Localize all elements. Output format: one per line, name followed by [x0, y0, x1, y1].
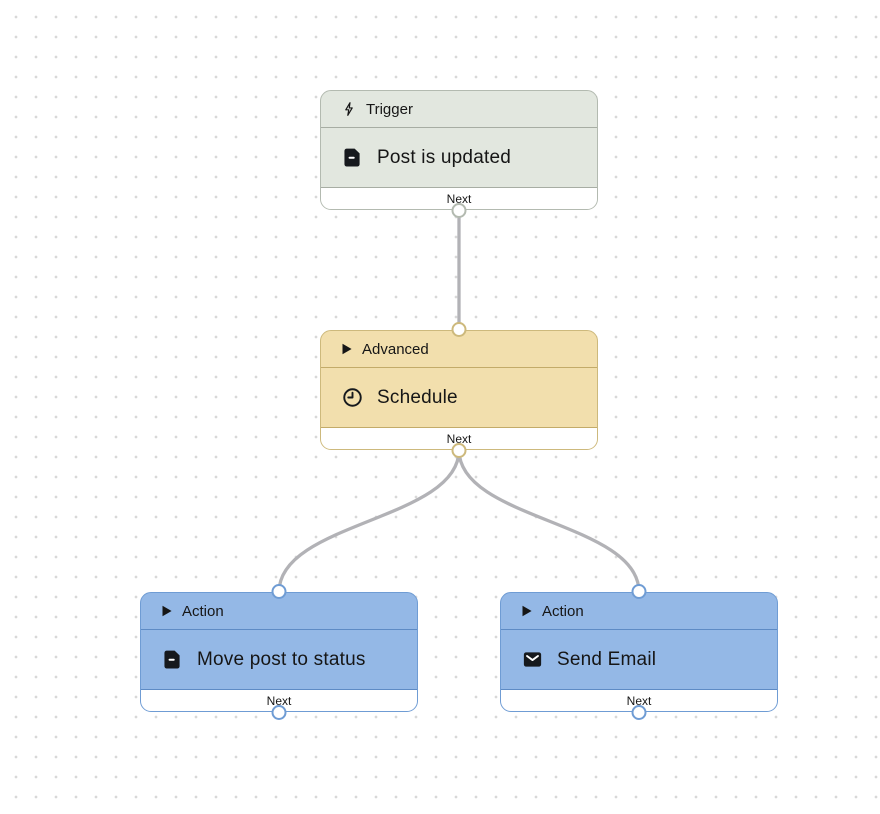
node-title: Move post to status: [197, 648, 366, 670]
node-send-email-next-port[interactable]: Next: [501, 689, 777, 711]
node-schedule-input-handle[interactable]: [451, 322, 467, 337]
node-trigger-title-row: Post is updated: [321, 128, 597, 187]
play-icon: [161, 605, 173, 617]
node-move-post-title-row: Move post to status: [141, 630, 417, 689]
next-port-label: Next: [446, 191, 472, 206]
edge-schedule-move-post[interactable]: [277, 448, 461, 594]
node-title: Schedule: [377, 386, 458, 408]
node-send-email-title-row: Send Email: [501, 630, 777, 689]
node-trigger-output-handle[interactable]: [451, 203, 467, 218]
node-send-email-output-handle[interactable]: [631, 705, 647, 720]
node-move-post-box: Action Move post to status Next: [140, 592, 418, 712]
node-kind-label: Action: [182, 602, 224, 620]
node-schedule-output-handle[interactable]: [451, 443, 467, 458]
node-title: Post is updated: [377, 146, 511, 168]
node-send-email-input-handle[interactable]: [631, 584, 647, 599]
node-trigger-box: Trigger Post is updated Next: [320, 90, 598, 210]
document-icon: [161, 648, 184, 671]
clock-icon: [341, 386, 364, 409]
node-move-post-header: Action: [141, 593, 417, 630]
envelope-icon: [521, 648, 544, 671]
node-move-post-input-handle[interactable]: [271, 584, 287, 599]
node-move-post-output-handle[interactable]: [271, 705, 287, 720]
node-move-post[interactable]: Action Move post to status Next: [140, 584, 418, 720]
document-icon: [341, 146, 364, 169]
node-title: Send Email: [557, 648, 657, 670]
next-port-label: Next: [626, 693, 652, 708]
play-icon: [521, 605, 533, 617]
edge-schedule-send-email[interactable]: [457, 448, 641, 594]
node-move-post-next-port[interactable]: Next: [141, 689, 417, 711]
lightning-bolt-icon: [341, 101, 357, 117]
node-send-email[interactable]: Action Send Email Next: [500, 584, 778, 720]
node-schedule-next-port[interactable]: Next: [321, 427, 597, 449]
node-kind-label: Advanced: [362, 340, 429, 358]
node-kind-label: Action: [542, 602, 584, 620]
node-trigger-next-port[interactable]: Next: [321, 187, 597, 209]
next-port-label: Next: [446, 431, 472, 446]
play-icon: [341, 343, 353, 355]
node-schedule[interactable]: Advanced Schedule Next: [320, 322, 598, 458]
node-trigger[interactable]: Trigger Post is updated Next: [320, 90, 598, 218]
node-schedule-header: Advanced: [321, 331, 597, 368]
node-send-email-header: Action: [501, 593, 777, 630]
node-schedule-box: Advanced Schedule Next: [320, 330, 598, 450]
node-send-email-box: Action Send Email Next: [500, 592, 778, 712]
node-kind-label: Trigger: [366, 100, 413, 118]
next-port-label: Next: [266, 693, 292, 708]
node-schedule-title-row: Schedule: [321, 368, 597, 427]
node-trigger-header: Trigger: [321, 91, 597, 128]
